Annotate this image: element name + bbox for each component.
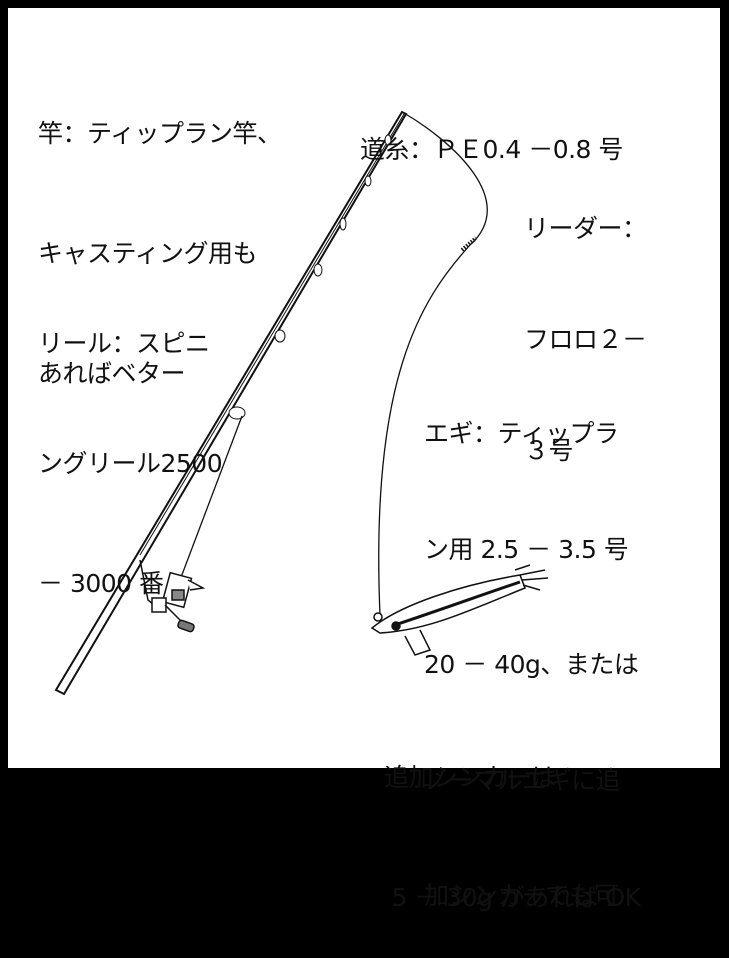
leader-line-1: リーダー：	[524, 214, 647, 243]
main-line-text: 道糸：ＰＥ0.4 －0.8 号	[360, 135, 623, 164]
sinker-label: 追加シンカーは 5 － 30g があれば OK	[384, 678, 641, 958]
reel-line-1: リール：スピニ	[38, 329, 210, 358]
reel-line	[179, 415, 243, 581]
egi-line-1: エギ：ティップラ	[424, 419, 619, 448]
main-line-label: 道糸：ＰＥ0.4 －0.8 号	[360, 50, 623, 210]
tackle-illustration	[54, 110, 549, 696]
rod-label: 竿：ティップラン竿、 キャスティング用も あればベター	[38, 34, 282, 434]
rod-guide	[384, 134, 392, 146]
rod-guide	[274, 329, 286, 343]
rod-guide	[228, 406, 246, 420]
fishing-rod	[54, 110, 408, 696]
rod-line-1: 竿：ティップラン竿、	[38, 119, 282, 148]
egi-lure	[370, 564, 549, 656]
reel-label: リール：スピニ ングリール2500 － 3000 番	[38, 244, 223, 644]
rod-guide	[339, 217, 347, 231]
reel-line-3: － 3000 番	[38, 569, 164, 598]
egi-line-3: 20 － 40g、または	[424, 650, 639, 679]
leader-label: リーダー： フロロ２－ ３号	[524, 136, 647, 506]
sinker-line-2: 5 － 30g があれば OK	[384, 883, 641, 912]
leader-line-2: フロロ２－	[524, 325, 647, 354]
sinker-line-1: 追加シンカーは	[384, 763, 556, 792]
rod-guide	[364, 175, 372, 187]
diagram-panel: 竿：ティップラン竿、 キャスティング用も あればベター 道糸：ＰＥ0.4 －0.…	[8, 8, 720, 912]
main-line	[378, 112, 488, 616]
egi-line-2: ン用 2.5 － 3.5 号	[424, 534, 629, 564]
rod-line-3: あればベター	[38, 359, 186, 388]
line-knot	[460, 236, 478, 252]
rod-line-2: キャスティング用も	[38, 239, 258, 268]
leader-line-3: ３号	[524, 436, 574, 465]
spinning-reel	[139, 559, 206, 633]
reel-line-2: ングリール2500	[38, 449, 223, 478]
rod-guide	[313, 263, 323, 277]
